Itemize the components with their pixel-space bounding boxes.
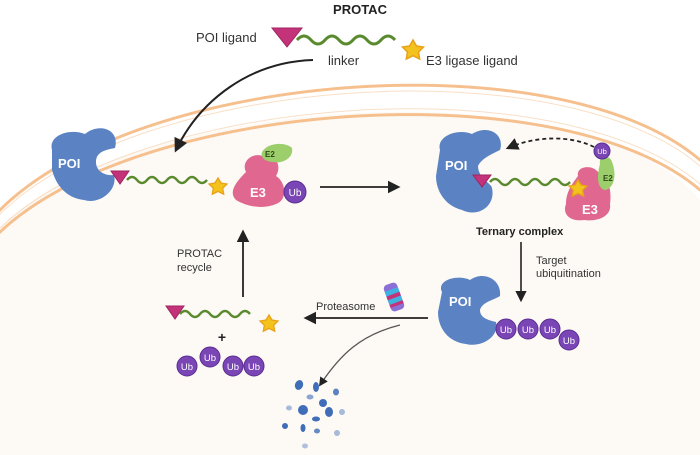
poi-ligand-ternary — [472, 174, 492, 188]
e2-ternary: E2 — [598, 156, 615, 190]
svg-text:Ub: Ub — [563, 336, 575, 347]
protac-recycle-label-1: PROTAC — [177, 248, 222, 260]
svg-text:Ub: Ub — [500, 325, 512, 336]
e2-label-ternary: E2 — [603, 174, 613, 183]
e3-label-left: E3 — [250, 185, 266, 200]
svg-text:Ub: Ub — [522, 325, 534, 336]
target-ubiquitination-label-1: Target — [536, 255, 567, 267]
protac-title: PROTAC — [333, 2, 388, 17]
e3-ligand-left — [207, 176, 229, 196]
poi-label-left: POI — [58, 156, 80, 171]
linker-label: linker — [328, 53, 360, 68]
linker-left — [126, 175, 208, 185]
e2-label-left: E2 — [265, 150, 275, 159]
proteasome-label: Proteasome — [316, 301, 375, 313]
arrow-degradation — [318, 324, 401, 387]
e3-ligase-ligand-label: E3 ligase ligand — [426, 53, 518, 68]
poi-ligand-triangle — [270, 27, 304, 48]
degraded-peptide-fragments — [282, 380, 345, 449]
e3-ligand-recycled — [258, 313, 280, 333]
svg-text:Ub: Ub — [227, 362, 239, 373]
poi-ligand-label: POI ligand — [196, 30, 257, 45]
e3-label-ternary: E3 — [582, 202, 598, 217]
svg-text:Ub: Ub — [204, 353, 216, 364]
target-ubiquitination-label-2: ubiquitination — [536, 268, 601, 280]
poi-ligand-recycled — [165, 305, 185, 320]
ub-ternary: Ub — [593, 142, 611, 160]
poi-protein-ternary: POI — [436, 129, 501, 213]
linker-recycled — [179, 309, 251, 319]
entry-arrow — [174, 59, 314, 153]
plus-sign: + — [218, 329, 226, 345]
free-ubiquitin: Ub Ub Ub Ub — [176, 346, 265, 377]
protac-recycle-label-2: recycle — [177, 262, 212, 274]
cytoplasm — [0, 111, 700, 455]
poi-ligand-left — [110, 170, 130, 185]
e3-ligand-ternary — [567, 178, 589, 198]
e3-ligase-left: E3 — [232, 155, 285, 207]
linker-wave — [295, 34, 397, 46]
ub-transfer-dashed-arrow — [505, 137, 595, 150]
proteasome-icon — [383, 282, 405, 312]
e2-left: E2 — [261, 143, 293, 163]
poi-label-ternary: POI — [445, 158, 467, 173]
svg-text:Ub: Ub — [544, 325, 556, 336]
svg-text:Ub: Ub — [289, 188, 302, 199]
poi-label-ubiquitinated: POI — [449, 294, 471, 309]
protac-molecule — [270, 27, 426, 61]
poi-protein-ubiquitinated: POI — [438, 275, 501, 345]
poi-protein-left: POI — [51, 128, 116, 201]
ternary-complex-label: Ternary complex — [476, 226, 564, 238]
ub-left: Ub — [283, 180, 307, 204]
e3-ligand-star — [400, 38, 426, 61]
svg-text:Ub: Ub — [597, 147, 607, 156]
svg-text:Ub: Ub — [181, 362, 193, 373]
svg-text:Ub: Ub — [248, 362, 260, 373]
linker-ternary — [489, 177, 571, 187]
polyubiquitin-chain: Ub Ub Ub Ub — [495, 318, 580, 351]
